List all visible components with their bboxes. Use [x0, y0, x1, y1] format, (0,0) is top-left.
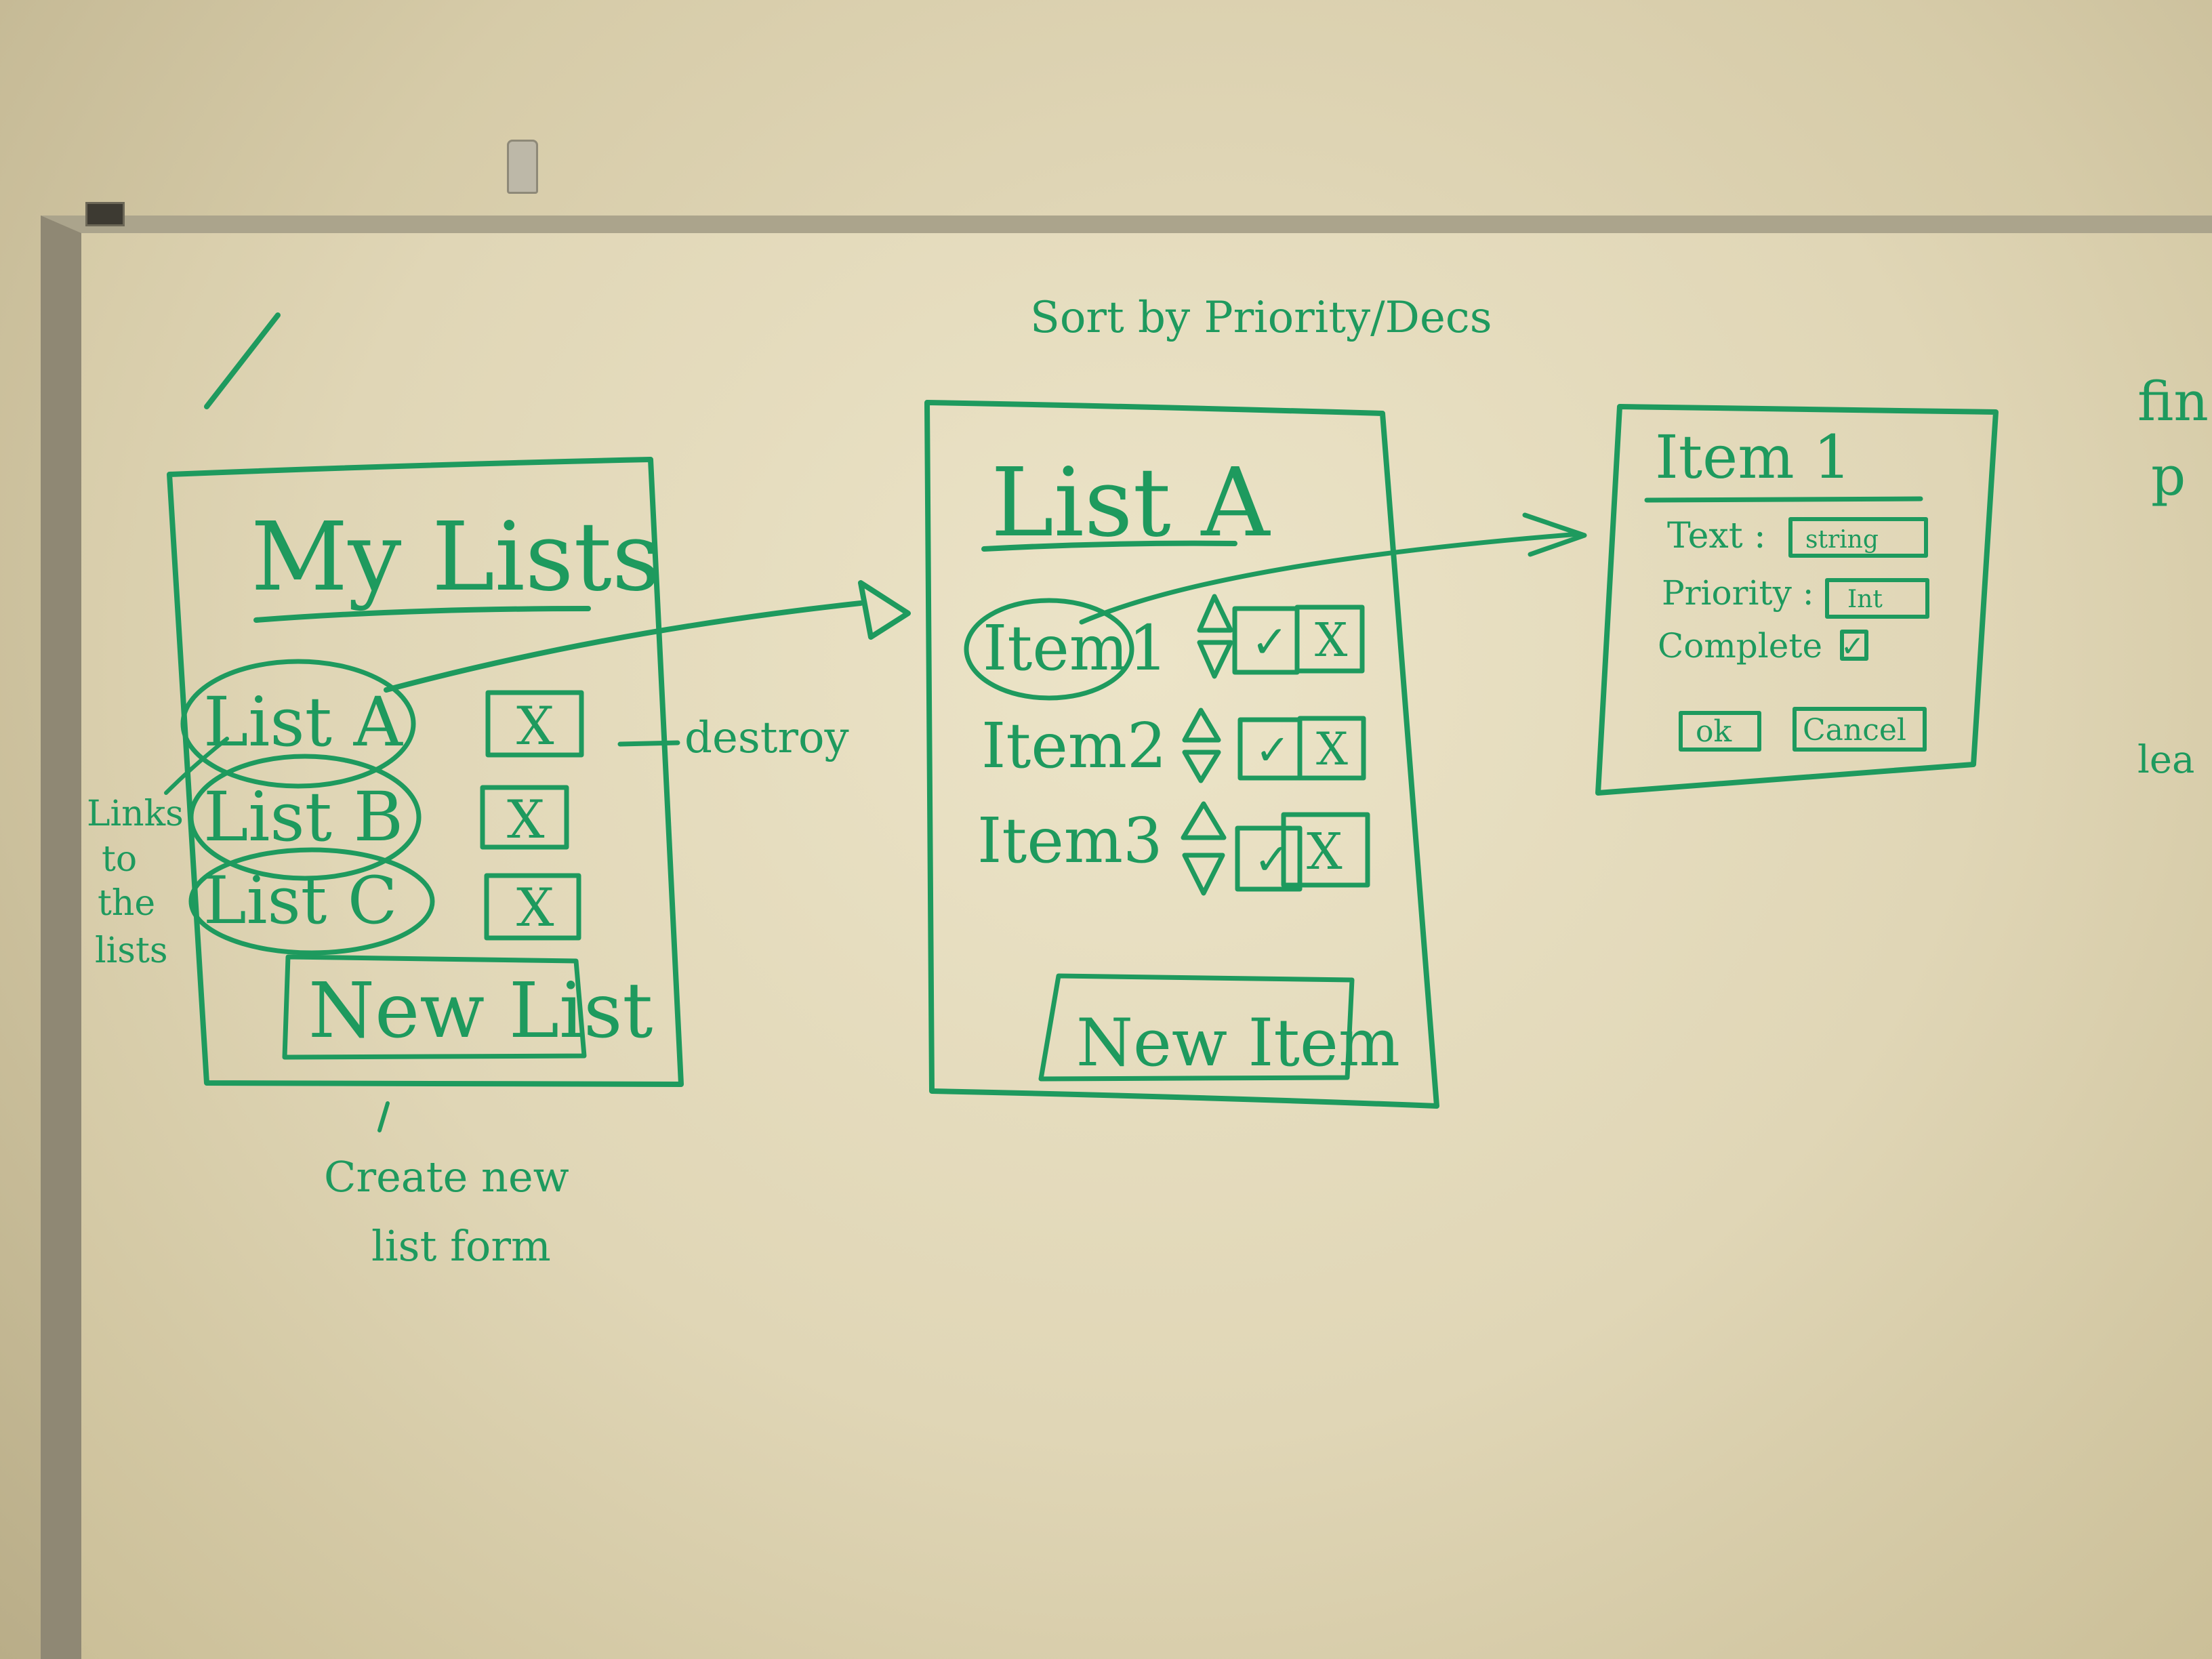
- list-link-b[interactable]: List B: [203, 777, 403, 857]
- move-down-icon[interactable]: [1197, 640, 1233, 679]
- list-item[interactable]: List A X: [180, 659, 584, 789]
- text-input-value: string: [1805, 526, 1879, 554]
- complete-field-label: Complete: [1658, 626, 1822, 665]
- list-item[interactable]: List B X: [188, 754, 569, 881]
- delete-list-a-button[interactable]: [485, 690, 584, 758]
- priority-input[interactable]: [1825, 578, 1929, 619]
- list-view-title-underline: [981, 540, 1237, 552]
- links-note-2: to: [102, 839, 137, 880]
- list-link-a[interactable]: List A: [203, 682, 404, 762]
- ok-button-label: ok: [1696, 714, 1732, 749]
- text-field-label: Text :: [1667, 516, 1766, 556]
- move-up-icon[interactable]: [1182, 708, 1221, 743]
- links-note-4: lists: [95, 930, 168, 971]
- move-up-icon[interactable]: [1197, 594, 1233, 633]
- delete-icon: X: [1316, 723, 1348, 775]
- edge-note-2: p: [2151, 445, 2186, 508]
- destroy-pointer: [617, 740, 680, 747]
- list-view-frame: [924, 400, 1439, 1109]
- navigate-arrowhead-list: [858, 580, 911, 640]
- item-link-2[interactable]: Item2: [981, 710, 1167, 782]
- create-note-1: Create new: [324, 1152, 569, 1202]
- my-lists-panel: My Lists List A X List B X List C X New …: [167, 457, 684, 1087]
- create-pointer: [377, 1101, 390, 1132]
- delete-icon: X: [507, 790, 545, 851]
- ok-button[interactable]: [1679, 711, 1761, 752]
- text-input[interactable]: [1788, 517, 1928, 558]
- complete-checkbox[interactable]: [1840, 630, 1868, 661]
- check-icon: ✓: [1251, 616, 1288, 668]
- list-link-circle: [188, 847, 435, 956]
- list-link-circle: [180, 659, 416, 789]
- my-lists-title: My Lists: [251, 502, 661, 613]
- wall-pin: [507, 140, 538, 194]
- complete-item-3-button[interactable]: [1235, 825, 1303, 892]
- move-up-icon[interactable]: [1181, 801, 1227, 840]
- item-link-1[interactable]: Item1: [983, 612, 1168, 684]
- move-down-icon[interactable]: [1182, 750, 1221, 783]
- new-list-label: New List: [308, 967, 653, 1055]
- cancel-button-label: Cancel: [1803, 713, 1906, 747]
- delete-list-b-button[interactable]: [480, 785, 569, 850]
- item-link-3[interactable]: Item3: [977, 804, 1163, 877]
- checkbox-check-icon: ✓: [1841, 630, 1864, 663]
- delete-icon: X: [516, 696, 554, 757]
- list-view-panel: List A Item1 ✓ X Item2 ✓ X Item3 ✓ X New…: [924, 400, 1439, 1109]
- delete-item-1-button[interactable]: [1294, 605, 1365, 674]
- priority-field-label: Priority :: [1662, 573, 1814, 613]
- delete-item-2-button[interactable]: [1297, 716, 1366, 781]
- delete-icon: X: [1307, 823, 1343, 881]
- list-link-circle: [188, 754, 422, 881]
- navigate-arrow-item: [1079, 531, 1582, 625]
- list-link-c[interactable]: List C: [203, 863, 397, 939]
- check-icon: ✓: [1255, 725, 1290, 775]
- destroy-note: destroy: [684, 713, 849, 763]
- priority-input-value: Int: [1847, 586, 1883, 613]
- cancel-button[interactable]: [1793, 707, 1927, 752]
- navigate-arrow-list: [384, 600, 863, 693]
- item-dialog-title-underline: [1644, 496, 1923, 503]
- links-note-3: the: [98, 883, 155, 924]
- list-view-title: List A: [991, 448, 1271, 558]
- edge-note-3: lea: [2137, 738, 2194, 782]
- item-dialog-panel: Item 1 Text : string Priority : Int Comp…: [1595, 404, 1999, 796]
- links-note-1: Links: [87, 794, 184, 834]
- create-note-2: list form: [371, 1221, 551, 1271]
- my-lists-frame: [167, 457, 684, 1087]
- item-dialog-frame: [1595, 404, 1999, 796]
- stray-mark: [204, 312, 281, 409]
- list-item[interactable]: List C X: [188, 847, 581, 956]
- delete-icon: X: [516, 878, 554, 939]
- delete-item-3-button[interactable]: [1281, 812, 1370, 888]
- links-pointer: [164, 737, 229, 795]
- move-down-icon[interactable]: [1182, 853, 1225, 896]
- navigate-arrowhead-item: [1522, 512, 1587, 557]
- new-item-button[interactable]: [1038, 973, 1355, 1082]
- new-item-label: New Item: [1076, 1005, 1400, 1081]
- item-dialog-title: Item 1: [1655, 422, 1851, 492]
- new-list-button[interactable]: [282, 954, 587, 1060]
- delete-icon: X: [1315, 614, 1348, 668]
- my-lists-title-underline: [253, 606, 591, 623]
- sort-note: Sort by Priority/Decs: [1030, 293, 1492, 343]
- delete-list-c-button[interactable]: [484, 873, 581, 941]
- board-brand-label: [85, 202, 125, 226]
- edge-note-1: fin: [2137, 370, 2209, 433]
- item-link-circle: [964, 598, 1134, 701]
